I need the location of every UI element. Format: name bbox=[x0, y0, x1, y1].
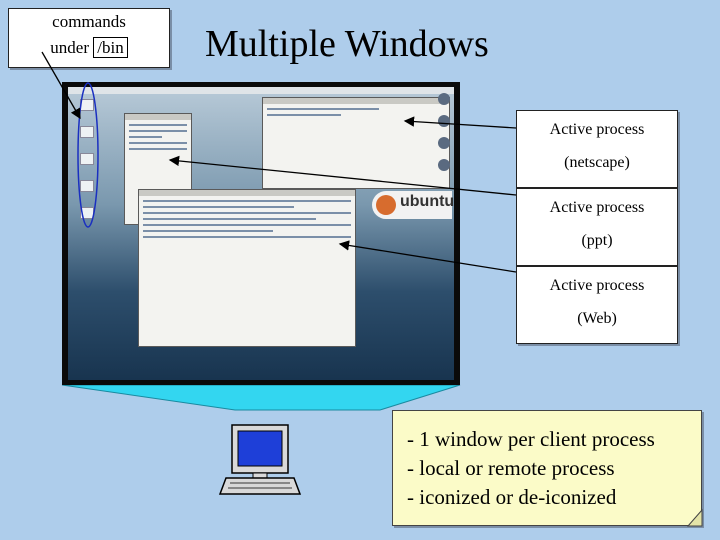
netscape-window bbox=[262, 97, 450, 189]
process-box-web: Active process (Web) bbox=[516, 266, 678, 344]
note-line-2: - local or remote process bbox=[407, 456, 615, 480]
process-ppt-line1: Active process bbox=[549, 199, 645, 216]
desktop-top-panel bbox=[68, 87, 454, 94]
screen-projection-beam bbox=[61, 384, 461, 411]
note-line-1: - 1 window per client process bbox=[407, 427, 655, 451]
process-web-line1: Active process bbox=[549, 277, 645, 294]
page-title: Multiple Windows bbox=[205, 23, 489, 65]
arrow-to-web bbox=[338, 240, 517, 273]
commands-line2: under /bin bbox=[9, 35, 169, 61]
bin-label: /bin bbox=[93, 37, 128, 58]
arrow-to-netscape bbox=[403, 116, 517, 129]
web-window bbox=[138, 189, 356, 347]
desktop-icons bbox=[78, 99, 94, 229]
ubuntu-circle-icon bbox=[376, 195, 396, 215]
desktop-screenshot: ubuntu bbox=[62, 82, 460, 385]
arrow-commands-to-dock bbox=[41, 51, 81, 120]
process-box-netscape: Active process (netscape) bbox=[516, 110, 678, 188]
commands-callout: commands under /bin bbox=[8, 8, 170, 68]
notes-box: - 1 window per client process - local or… bbox=[392, 410, 702, 526]
commands-line1: commands bbox=[52, 12, 126, 31]
process-web-line2: (Web) bbox=[577, 310, 617, 327]
dock-highlight-ellipse bbox=[77, 82, 99, 228]
process-box-ppt: Active process (ppt) bbox=[516, 188, 678, 266]
process-netscape-line2: (netscape) bbox=[564, 154, 630, 171]
process-netscape-line1: Active process bbox=[549, 121, 645, 138]
ubuntu-logo-icon: ubuntu bbox=[372, 191, 454, 219]
desktop-area: ubuntu bbox=[68, 87, 454, 380]
process-ppt-line2: (ppt) bbox=[581, 232, 613, 249]
ubuntu-logo-text: ubuntu bbox=[400, 193, 454, 210]
arrow-to-ppt bbox=[168, 155, 517, 196]
note-line-3: - iconized or de-iconized bbox=[407, 485, 617, 509]
